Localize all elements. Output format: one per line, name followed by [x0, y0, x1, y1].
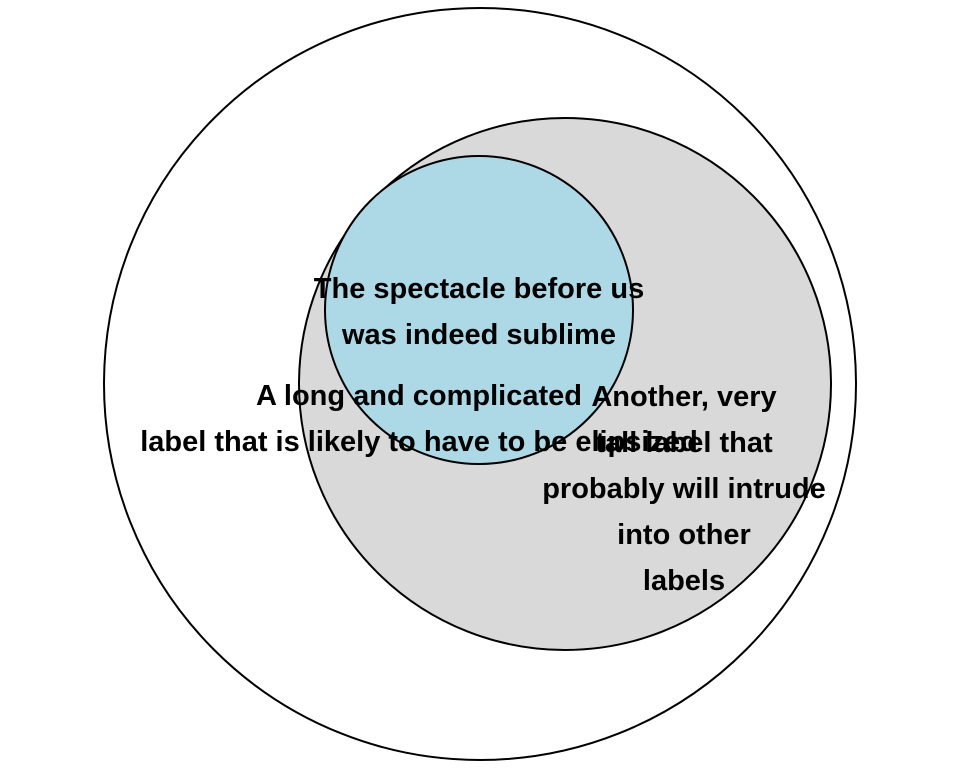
middle-label-line-2: label that is likely to have to be elips…	[140, 426, 698, 458]
outer-label-line-5: labels	[643, 565, 725, 597]
inner-label-line-1: The spectacle before us	[314, 273, 644, 305]
inner-circle	[324, 155, 634, 465]
middle-label-line-1: A long and complicated	[256, 380, 582, 412]
outer-label-line-2: tall label that	[595, 427, 773, 459]
outer-label-line-4: into other	[617, 519, 751, 551]
outer-label-line-3: probably will intrude	[542, 473, 826, 505]
inner-label-line-2: was indeed sublime	[341, 319, 616, 351]
outer-label-line-1: Another, very	[591, 381, 776, 413]
